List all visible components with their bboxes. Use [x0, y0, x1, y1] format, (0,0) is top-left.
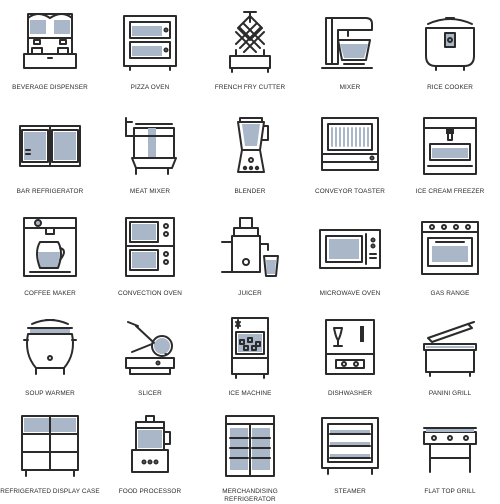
icon-cell-beverage-dispenser: BEVERAGE DISPENSER: [0, 0, 100, 96]
ice-machine-icon: [231, 317, 269, 379]
rice-cooker-icon: [425, 17, 475, 71]
steamer-icon: [321, 417, 379, 475]
icon-label: PANINI GRILL: [428, 390, 472, 397]
icon-label: MICROWAVE OVEN: [319, 290, 381, 297]
icon-label: GAS RANGE: [430, 290, 470, 297]
icon-cell-food-processor: FOOD PROCESSOR: [100, 404, 200, 500]
icon-cell-meat-mixer: MEAT MIXER: [100, 104, 200, 200]
icon-cell-dishwasher: DISHWASHER: [300, 306, 400, 402]
blender-icon: [237, 117, 269, 173]
icon-label: ICE MACHINE: [228, 390, 272, 397]
icon-cell-merchandising-refrigerator: MERCHANDISING REFRIGERATOR: [200, 404, 300, 503]
icon-label: BEVERAGE DISPENSER: [12, 84, 88, 91]
ice-cream-freezer-icon: [423, 117, 477, 175]
panini-grill-icon: [423, 321, 477, 377]
icon-cell-ice-machine: ICE MACHINE: [200, 306, 300, 402]
icon-cell-slicer: SLICER: [100, 306, 200, 402]
icon-label: BLENDER: [234, 188, 266, 195]
icon-label: ICE CREAM FREEZER: [415, 188, 485, 195]
pizza-oven-icon: [123, 15, 177, 71]
slicer-icon: [125, 321, 175, 375]
icon-cell-ice-cream-freezer: ICE CREAM FREEZER: [400, 104, 500, 200]
conveyor-toaster-icon: [321, 117, 379, 171]
icon-cell-rice-cooker: RICE COOKER: [400, 0, 500, 96]
icon-cell-bar-refrigerator: BAR REFRIGERATOR: [0, 104, 100, 200]
icon-label: FOOD PROCESSOR: [118, 488, 182, 495]
gas-range-icon: [421, 221, 479, 275]
icon-label: JUICER: [238, 290, 262, 297]
flat-top-grill-icon: [423, 427, 477, 473]
convection-oven-icon: [125, 217, 175, 277]
refrigerated-display-case-icon: [21, 415, 79, 477]
bar-refrigerator-icon: [19, 125, 81, 167]
icon-cell-steamer: STEAMER: [300, 404, 400, 500]
meat-mixer-icon: [125, 117, 177, 175]
icon-label: MEAT MIXER: [129, 188, 171, 195]
icon-label: SOUP WARMER: [25, 390, 75, 397]
icon-cell-flat-top-grill: FLAT TOP GRILL: [400, 404, 500, 500]
icon-cell-soup-warmer: SOUP WARMER: [0, 306, 100, 402]
juicer-icon: [221, 217, 279, 277]
icon-label: BAR REFRIGERATOR: [16, 188, 84, 195]
icon-label: FLAT TOP GRILL: [424, 488, 476, 495]
icon-label: PIZZA OVEN: [130, 84, 170, 91]
icon-cell-gas-range: GAS RANGE: [400, 206, 500, 302]
beverage-dispenser-icon: [23, 13, 77, 69]
icon-label: CONVECTION OVEN: [118, 290, 182, 297]
icon-cell-blender: BLENDER: [200, 104, 300, 200]
merchandising-refrigerator-icon: [225, 415, 275, 477]
microwave-oven-icon: [319, 229, 381, 269]
icon-label: COFFEE MAKER: [24, 290, 76, 297]
icon-cell-refrigerated-display-case: REFRIGERATED DISPLAY CASE: [0, 404, 100, 500]
icon-cell-panini-grill: PANINI GRILL: [400, 306, 500, 402]
icon-cell-french-fry-cutter: FRENCH FRY CUTTER: [200, 0, 300, 96]
dishwasher-icon: [325, 319, 375, 375]
icon-label: MERCHANDISING REFRIGERATOR: [222, 488, 278, 503]
icon-cell-juicer: JUICER: [200, 206, 300, 302]
soup-warmer-icon: [23, 319, 77, 375]
icon-cell-conveyor-toaster: CONVEYOR TOASTER: [300, 104, 400, 200]
coffee-maker-icon: [23, 217, 77, 277]
icon-label: STEAMER: [334, 488, 366, 495]
icon-label: DISHWASHER: [327, 390, 373, 397]
icon-label: FRENCH FRY CUTTER: [214, 84, 286, 91]
mixer-icon: [321, 17, 373, 69]
icon-cell-microwave-oven: MICROWAVE OVEN: [300, 206, 400, 302]
icon-cell-coffee-maker: COFFEE MAKER: [0, 206, 100, 302]
icon-cell-pizza-oven: PIZZA OVEN: [100, 0, 200, 96]
icon-cell-convection-oven: CONVECTION OVEN: [100, 206, 200, 302]
icon-label: RICE COOKER: [427, 84, 473, 91]
icon-label: MIXER: [339, 84, 361, 91]
icon-label: CONVEYOR TOASTER: [315, 188, 385, 195]
icon-cell-mixer: MIXER: [300, 0, 400, 96]
icon-label: SLICER: [138, 390, 162, 397]
french-fry-cutter-icon: [229, 11, 271, 73]
food-processor-icon: [131, 415, 171, 473]
icon-label: REFRIGERATED DISPLAY CASE: [0, 488, 100, 495]
